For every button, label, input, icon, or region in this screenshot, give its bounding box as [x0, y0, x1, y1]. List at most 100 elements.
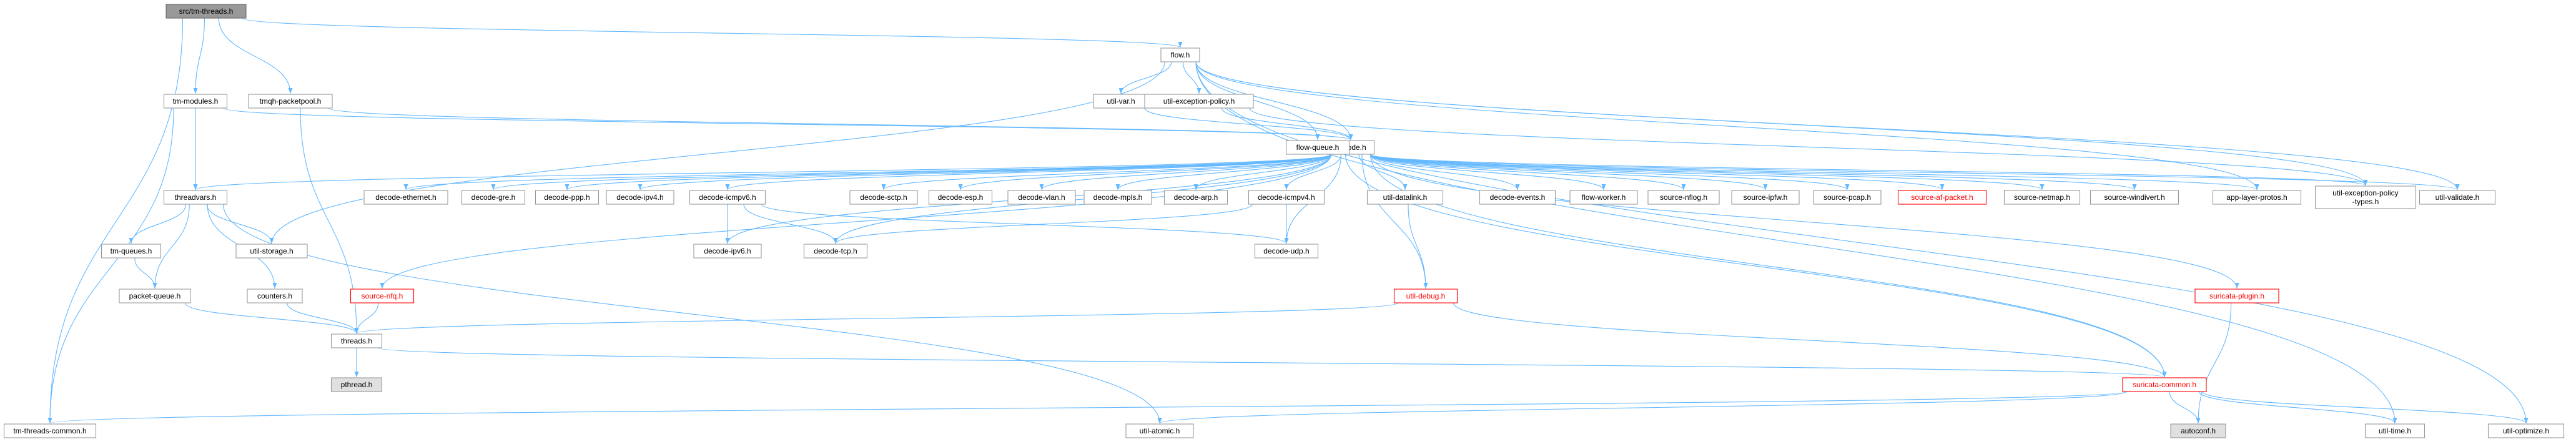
node-box — [803, 244, 868, 259]
node-flow-queue[interactable]: flow-queue.h — [1285, 140, 1350, 155]
edge-layer — [47, 17, 2529, 424]
edge-decode-to-source-nflog — [1369, 154, 1686, 190]
node-counters[interactable]: counters.h — [247, 289, 303, 303]
node-decode-icmpv6[interactable]: decode-icmpv6.h — [689, 190, 766, 205]
edge-suricata-common-to-util-time — [2198, 391, 2397, 424]
node-threads[interactable]: threads.h — [330, 333, 383, 348]
node-label: util-exception-policy-types.h — [2332, 189, 2398, 206]
node-layer: src/tm-threads.h flow.h tm-modules.h tmqh-p… — [3, 4, 2565, 438]
node-box — [2419, 190, 2496, 205]
node-decode-arp[interactable]: decode-arp.h — [1163, 190, 1228, 205]
node-tm-threads[interactable]: src/tm-threads.h — [165, 4, 247, 19]
node-suricata-common[interactable]: suricata-common.h — [2122, 377, 2207, 392]
edge-suricata-common-to-tm-threads-common — [48, 391, 2127, 424]
node-box — [119, 289, 191, 303]
node-tm-modules[interactable]: tm-modules.h — [163, 94, 228, 109]
node-label: util-var.h — [1107, 97, 1135, 106]
edge-decode-to-decode-icmpv6 — [725, 154, 1332, 190]
node-util-datalink[interactable]: util-datalink.h — [1366, 190, 1444, 205]
node-decode-ipv6[interactable]: decode-ipv6.h — [693, 244, 762, 259]
node-decode-sctp[interactable]: decode-sctp.h — [849, 190, 918, 205]
edge-decode-icmpv6-to-decode-udp — [761, 204, 1289, 244]
node-tm-queues[interactable]: tm-queues.h — [101, 244, 162, 259]
node-source-pcap[interactable]: source-pcap.h — [1813, 190, 1882, 205]
node-label: source-netmap.h — [2014, 193, 2070, 202]
node-label: threadvars.h — [175, 193, 217, 202]
edge-threadvars-to-util-storage — [206, 204, 274, 244]
edge-decode-icmpv6-to-decode-tcp — [743, 204, 838, 244]
node-label: tm-queues.h — [111, 247, 152, 255]
node-label: autoconf.h — [2181, 427, 2216, 435]
edge-decode-to-decode-mpls — [1115, 154, 1332, 190]
node-autoconf[interactable]: autoconf.h — [2170, 423, 2226, 438]
edge-tm-modules-to-decode — [222, 107, 1353, 141]
node-label: tm-modules.h — [173, 97, 219, 106]
node-packet-queue[interactable]: packet-queue.h — [119, 289, 191, 303]
node-util-atomic[interactable]: util-atomic.h — [1125, 423, 1194, 438]
node-box — [1813, 190, 1882, 205]
node-util-storage[interactable]: util-storage.h — [235, 244, 308, 259]
edge-decode-to-decode-icmpv4 — [1284, 154, 1342, 190]
edge-flow-queue-to-suricata-common — [1345, 154, 2167, 378]
node-box — [1897, 190, 1987, 205]
node-label: util-optimize.h — [2503, 427, 2549, 435]
edge-tmqh-packetpool-to-decode — [328, 107, 1353, 141]
node-util-debug[interactable]: util-debug.h — [1393, 289, 1458, 303]
node-tmqh-packetpool[interactable]: tmqh-packetpool.h — [248, 94, 333, 109]
edge-tmqh-packetpool-to-threads — [300, 107, 359, 334]
node-label: decode-esp.h — [938, 193, 984, 202]
node-decode-gre[interactable]: decode-gre.h — [461, 190, 526, 205]
node-decode-udp[interactable]: decode-udp.h — [1254, 244, 1319, 259]
node-source-netmap[interactable]: source-netmap.h — [2003, 190, 2081, 205]
node-util-optimize[interactable]: util-optimize.h — [2487, 423, 2565, 438]
node-util-exception-policy-types[interactable]: util-exception-policy-types.h — [2314, 185, 2417, 209]
node-box — [1285, 140, 1350, 155]
edge-source-nfq-to-threads — [354, 302, 379, 334]
node-decode-mpls[interactable]: decode-mpls.h — [1083, 190, 1152, 205]
node-label: decode-sctp.h — [860, 193, 907, 202]
node-box — [693, 244, 762, 259]
edge-flow-to-util-optimize — [1195, 61, 2529, 424]
node-decode-events[interactable]: decode-events.h — [1479, 190, 1556, 205]
node-box — [1479, 190, 1556, 205]
node-box — [2194, 289, 2279, 303]
edge-suricata-common-to-util-atomic — [1158, 391, 2127, 424]
node-decode-ppp[interactable]: decode-ppp.h — [535, 190, 600, 205]
node-source-af-packet[interactable]: source-af-packet.h — [1897, 190, 1987, 205]
node-decode-ethernet[interactable]: decode-ethernet.h — [363, 190, 448, 205]
node-source-ipfw[interactable]: source-ipfw.h — [1731, 190, 1800, 205]
node-decode-ipv4[interactable]: decode-ipv4.h — [606, 190, 674, 205]
node-util-time[interactable]: util-time.h — [2364, 423, 2425, 438]
node-tm-threads-common[interactable]: tm-threads-common.h — [3, 423, 97, 438]
node-decode-esp[interactable]: decode-esp.h — [928, 190, 993, 205]
node-source-windivert[interactable]: source-windivert.h — [2090, 190, 2179, 205]
node-label: source-af-packet.h — [1911, 193, 1973, 202]
node-flow-worker[interactable]: flow-worker.h — [1569, 190, 1638, 205]
node-label: util-validate.h — [2435, 193, 2480, 202]
node-util-var[interactable]: util-var.h — [1093, 94, 1149, 109]
node-decode-tcp[interactable]: decode-tcp.h — [803, 244, 868, 259]
node-util-validate[interactable]: util-validate.h — [2419, 190, 2496, 205]
node-threadvars[interactable]: threadvars.h — [163, 190, 228, 205]
node-pthread[interactable]: pthread.h — [330, 377, 383, 392]
node-suricata-plugin[interactable]: suricata-plugin.h — [2194, 289, 2279, 303]
node-flow[interactable]: flow.h — [1160, 47, 1200, 62]
node-label: decode-ppp.h — [544, 193, 590, 202]
node-app-layer-protos[interactable]: app-layer-protos.h — [2212, 190, 2302, 205]
edge-threadvars-to-tm-queues — [129, 204, 187, 244]
node-box — [163, 190, 228, 205]
node-box — [165, 4, 247, 19]
node-source-nflog[interactable]: source-nflog.h — [1647, 190, 1720, 205]
node-util-exception-policy[interactable]: util-exception-policy.h — [1144, 94, 1254, 109]
edge-tm-threads-to-tmqh-packetpool — [218, 17, 293, 94]
node-label: flow-worker.h — [1582, 193, 1626, 202]
node-label: suricata-common.h — [2133, 380, 2196, 389]
edge-flow-to-util-validate — [1195, 61, 2460, 190]
edge-tm-queues-to-packet-queue — [134, 257, 157, 289]
node-decode-icmpv4[interactable]: decode-icmpv4.h — [1248, 190, 1325, 205]
node-source-nfq[interactable]: source-nfq.h — [350, 289, 415, 303]
node-decode-vlan[interactable]: decode-vlan.h — [1007, 190, 1076, 205]
node-box — [2170, 423, 2226, 438]
edge-tm-threads-to-tm-threads-common — [47, 17, 184, 424]
